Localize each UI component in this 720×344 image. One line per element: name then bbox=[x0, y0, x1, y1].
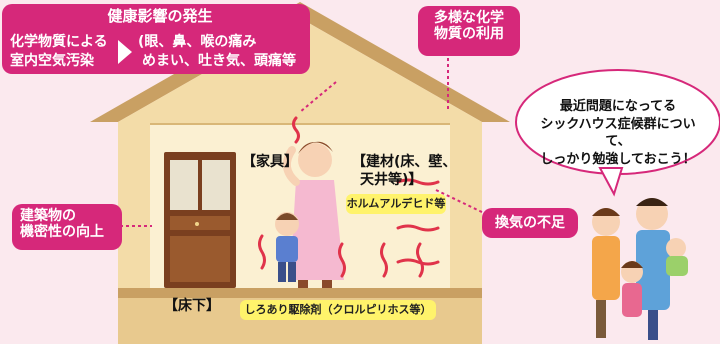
speech-bubble-text: 最近問題になってる シックハウス症候群について、 しっかり勉強しておこう！ bbox=[528, 98, 708, 168]
mother-illustration bbox=[282, 141, 344, 288]
speech-line1: 最近問題になってる bbox=[559, 99, 677, 114]
emission-arrows bbox=[258, 116, 440, 278]
chemical-use-line1: 多様な化学 bbox=[434, 10, 504, 26]
building-materials-line2: 天井等)】 bbox=[360, 171, 423, 188]
formaldehyde-label: ホルムアルデヒド等 bbox=[346, 194, 446, 214]
building-materials-label: 【建材(床、壁、 天井等)】 bbox=[352, 154, 456, 189]
child-illustration bbox=[275, 212, 299, 282]
speech-line3: しっかり勉強しておこう！ bbox=[540, 151, 696, 167]
furniture-label: 【家具】 bbox=[242, 154, 298, 170]
right-arrow-icon bbox=[118, 40, 132, 64]
termiticide-label: しろあり駆除剤（クロルピリホス等） bbox=[240, 300, 436, 320]
building-materials-line1: 【建材(床、壁、 bbox=[352, 154, 457, 170]
airtightness-box: 建築物の 機密性の向上 bbox=[12, 204, 122, 250]
health-effects-box: 健康影響の発生 化学物質による 室内空気汚染 (眼、鼻、喉の痛み めまい、吐き気… bbox=[2, 4, 310, 74]
connector-lines bbox=[120, 58, 487, 227]
pollution-cause-line1: 化学物質による bbox=[10, 34, 108, 50]
house-roof bbox=[90, 2, 510, 122]
chemical-use-line2: 物質の利用 bbox=[434, 26, 504, 43]
airtightness-line1: 建築物の bbox=[20, 208, 76, 224]
family-illustration bbox=[592, 198, 688, 340]
symptoms-line1: (眼、鼻、喉の痛み bbox=[138, 34, 257, 50]
pollution-cause-line2: 室内空気汚染 bbox=[10, 53, 94, 69]
ventilation-box: 換気の不足 bbox=[482, 208, 578, 238]
chemical-use-box: 多様な化学 物質の利用 bbox=[418, 6, 520, 56]
symptoms-line2: めまい、吐き気、頭痛等 bbox=[142, 53, 296, 69]
floor-slab bbox=[118, 288, 482, 298]
airtightness-line2: 機密性の向上 bbox=[20, 224, 104, 241]
ventilation-text: 換気の不足 bbox=[495, 215, 565, 231]
cabinet-illustration bbox=[164, 152, 236, 288]
speech-line2: シックハウス症候群について、 bbox=[540, 116, 696, 150]
speech-bubble-shape bbox=[515, 69, 720, 197]
underfloor-label: 【床下】 bbox=[164, 298, 220, 314]
health-effects-title: 健康影響の発生 bbox=[107, 7, 213, 25]
